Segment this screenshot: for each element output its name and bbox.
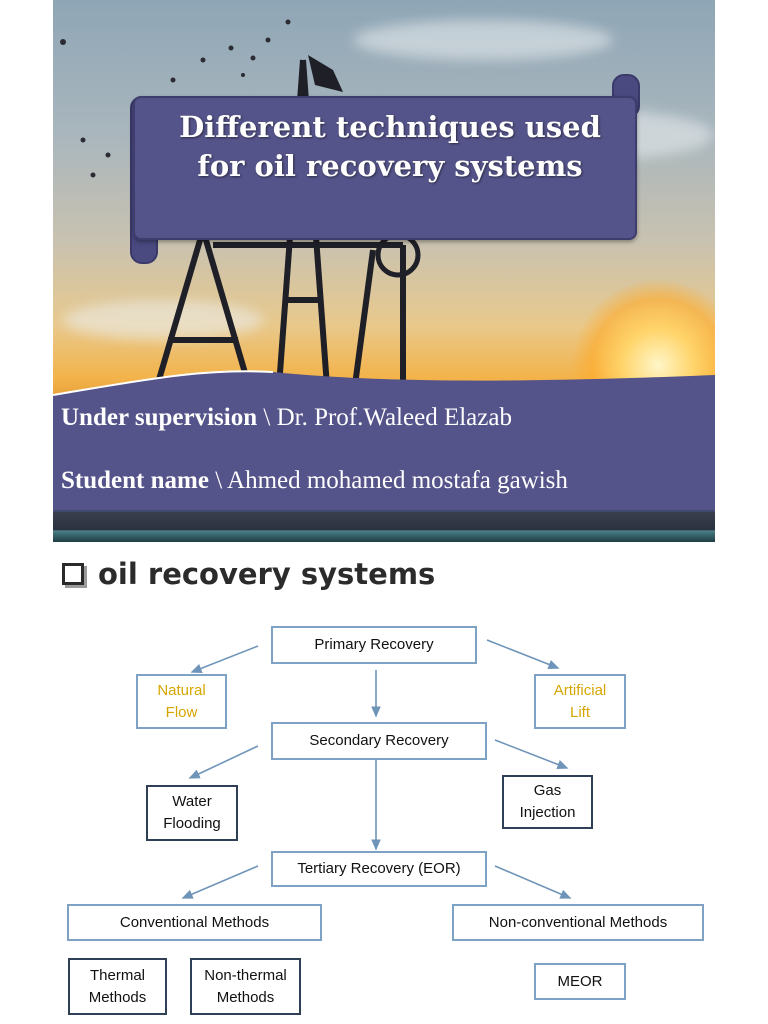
conventional-methods-box: Conventional Methods (67, 904, 322, 941)
arrow-secondary-to-gas-injection (494, 739, 569, 769)
info-band: Under supervision \ Dr. Prof.Waleed Elaz… (53, 400, 715, 510)
non-conventional-methods-box: Non-conventional Methods (452, 904, 704, 941)
meor-box: MEOR (534, 963, 626, 1000)
natural-flow-box: Natural Flow (136, 674, 227, 729)
secondary-recovery-box: Secondary Recovery (271, 722, 487, 760)
supervision-label: Under supervision (61, 404, 258, 431)
thermal-methods-box: Thermal Methods (68, 958, 167, 1015)
section-title: oil recovery systems (98, 557, 436, 591)
artificial-lift-box: Artificial Lift (534, 674, 626, 729)
checkbox-bullet-icon (62, 563, 84, 585)
student-line: Student name \ Ahmed mohamed mostafa gaw… (61, 467, 568, 495)
supervisor-name: Dr. Prof.Waleed Elazab (276, 404, 512, 431)
water-flooding-box: Water Flooding (146, 785, 238, 841)
non-thermal-methods-box: Non-thermal Methods (190, 958, 301, 1015)
arrow-secondary-to-water-flooding (188, 745, 259, 779)
cloud (353, 20, 613, 60)
supervision-line: Under supervision \ Dr. Prof.Waleed Elaz… (61, 404, 512, 432)
arrow-primary-to-natural-flow (190, 645, 259, 673)
gas-injection-box: Gas Injection (502, 775, 593, 829)
arrow-tertiary-to-non-conventional (494, 865, 572, 899)
title-banner (133, 96, 637, 240)
arrow-tertiary-to-conventional (181, 865, 259, 899)
student-name: Ahmed mohamed mostafa gawish (227, 467, 568, 494)
section-heading: oil recovery systems (62, 557, 435, 591)
student-separator: \ (208, 467, 228, 494)
student-label: Student name (61, 467, 209, 494)
tertiary-recovery-box: Tertiary Recovery (EOR) (271, 851, 487, 887)
supervision-separator: \ (257, 404, 277, 431)
cover-footer-bar (53, 512, 715, 542)
primary-recovery-box: Primary Recovery (271, 626, 477, 664)
cover-title: Different techniques used for oil recove… (179, 110, 601, 183)
arrow-primary-to-artificial-lift (486, 639, 560, 669)
